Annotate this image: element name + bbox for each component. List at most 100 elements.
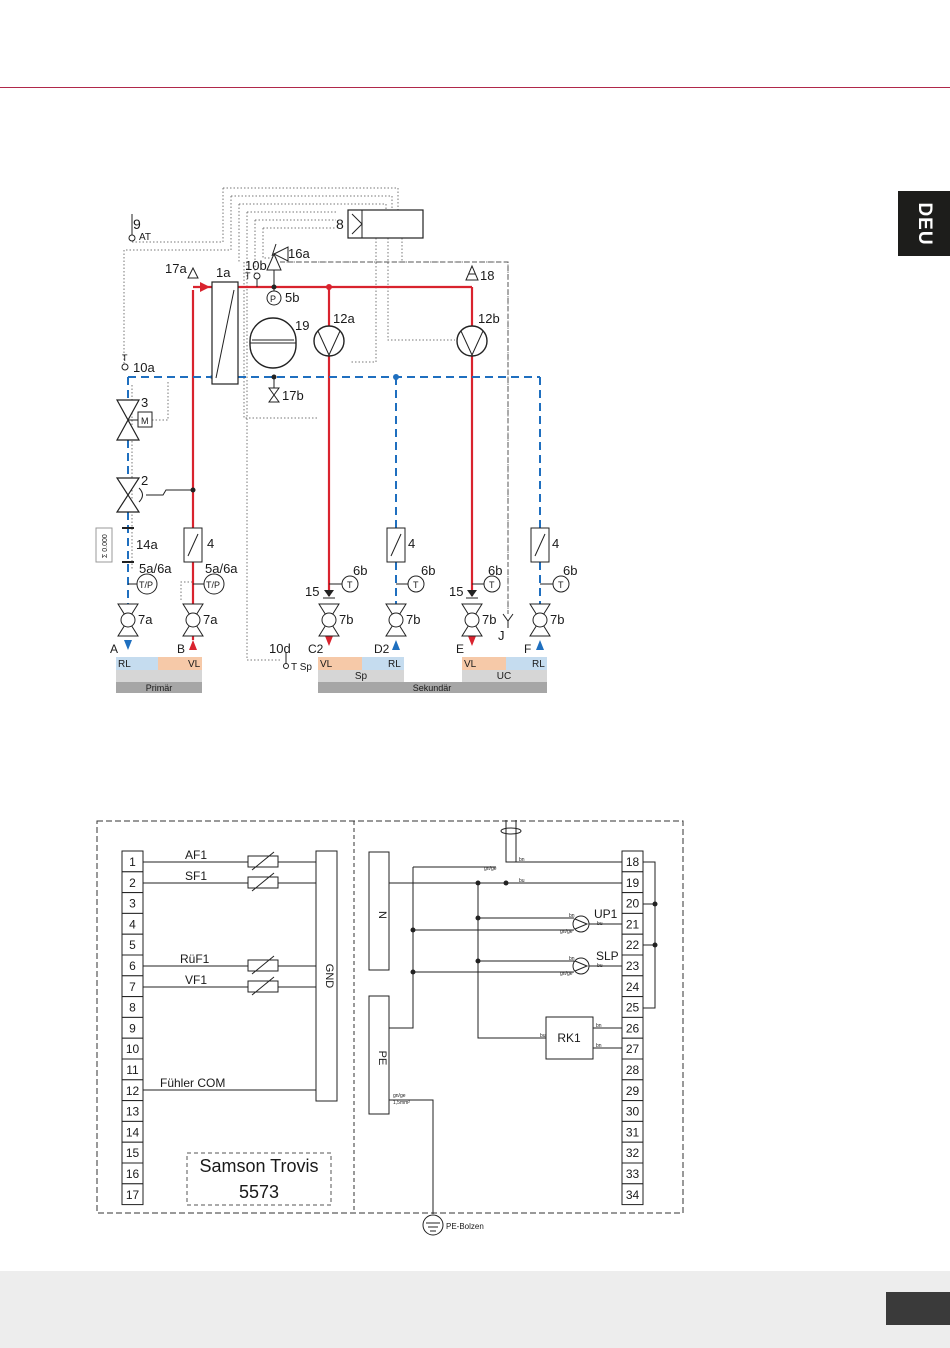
storage-sensor [283,663,289,669]
ball-valve-b [182,603,204,637]
left-terminal-number: 8 [129,1001,136,1015]
left-terminal-number: 15 [126,1146,140,1160]
label-14a: 14a [136,537,158,552]
left-terminal-number: 4 [129,917,136,931]
right-terminal-number: 18 [626,855,640,869]
wire-label-gnye-2: gn/ge [560,929,573,935]
right-terminal-number: 23 [626,959,640,973]
label-19: 19 [295,318,309,333]
right-terminal-number: 25 [626,1001,640,1015]
label-3: 3 [141,395,148,410]
cable-gland [500,827,522,835]
air-vent-18 [465,264,479,281]
sensor-label-com: Fühler COM [160,1076,225,1090]
wire-labels: gn/ge bn bu bn gn/ge bn gn/ge bu bu bu b… [393,857,603,1106]
port-a: A [110,642,118,656]
left-terminal-number: 14 [126,1125,140,1139]
wire-label-bu-2: bu [597,921,603,927]
label-tp-b: T/P [206,580,220,590]
sensor-label-ruf1: RüF1 [180,952,210,966]
supply-lines [189,282,476,650]
wire-label-bn-5: bn [596,1043,602,1049]
right-terminal-cell [621,1183,644,1206]
rk1-box [545,1016,594,1060]
port-c2: C2 [308,642,324,656]
left-terminal-number: 13 [126,1105,140,1119]
label-7a-1: 7a [138,612,153,627]
ball-valve-c2 [318,603,340,637]
pump-up1 [572,915,590,933]
temp-gauge-e [472,575,501,593]
label-15-2: 15 [449,584,463,599]
sensor-label-sf1: SF1 [185,869,207,883]
connection-bars [116,657,547,693]
temp-sensor-10a [121,363,129,371]
wire-label-bu-1: bu [519,878,525,884]
left-terminal-cell [121,1183,144,1206]
page-number-tab [886,1292,950,1325]
left-terminal-number: 7 [129,980,136,994]
wire-label-gnye-top: gn/ge [484,866,497,872]
bar-labels: RL VL Primär VL RL Sp VL RL UC Sekundär [118,659,545,693]
label-6b-4: 6b [563,563,577,578]
label-10a: 10a [133,360,155,375]
pump-label-slp: SLP [596,949,619,963]
bar-primar: Primär [146,683,173,693]
sensor-label-vf1: VF1 [185,973,207,987]
right-terminal-number: 24 [626,980,640,994]
control-valve-3 [115,399,153,441]
page-footer [0,1271,950,1348]
wire-label-bn-2: bn [569,913,575,919]
safety-line [280,261,509,614]
label-t-1: T [347,580,353,590]
right-terminal-number: 27 [626,1042,640,1056]
return-lines [124,372,544,650]
left-terminal-number: 10 [126,1042,140,1056]
bar-vl-2: VL [320,659,333,670]
top-rule [0,87,950,88]
bar-vl-1: VL [188,659,201,670]
temp-sensor-10b [253,272,261,280]
hydraulic-labels: 9 AT 8 17a 1a 10b T 16a 18 5b P 19 12a 1… [102,216,577,673]
label-tp-a: T/P [139,580,153,590]
wire-label-gnye-3: gn/ge [560,971,573,977]
gnd-label: GND [323,964,335,989]
sensor-wires [143,861,316,1091]
wire-label-pe-2: 1,5mm² [393,1100,410,1106]
label-5a-a: 5a/6a [139,561,172,576]
label-p: P [270,294,276,304]
right-terminal-number: 22 [626,938,640,952]
label-10a-t: T [122,353,128,363]
outdoor-sensor [128,234,136,242]
left-terminal-number: 1 [129,855,136,869]
sensor-af1 [247,851,279,871]
bar-uc: UC [497,671,511,682]
left-terminal-number: 5 [129,938,136,952]
label-10d: 10d [269,641,291,656]
bar-rl-3: RL [532,659,545,670]
label-7b-4: 7b [550,612,564,627]
tp-gauge-a [128,573,158,595]
sensor-label-af1: AF1 [185,848,207,862]
strainer-b [183,527,203,563]
strainer-d2 [386,527,406,563]
bar-rl-1: RL [118,659,131,670]
sensor-ruf1 [247,955,279,975]
right-terminal-number: 28 [626,1063,640,1077]
wire-label-bn-1: bn [519,857,525,863]
label-7b-3: 7b [482,612,496,627]
left-terminal-number: 6 [129,959,136,973]
label-2: 2 [141,473,148,488]
heat-meter-14a [95,527,134,563]
pump-12b [456,325,488,357]
language-tab[interactable]: DEU [898,191,950,256]
label-t-4: T [558,580,564,590]
controller-label-box [186,1152,332,1206]
label-8: 8 [336,216,344,232]
port-d2: D2 [374,642,390,656]
pump-12a [313,325,345,357]
left-terminal-number: 2 [129,876,136,890]
gnd-bar [315,850,338,1102]
